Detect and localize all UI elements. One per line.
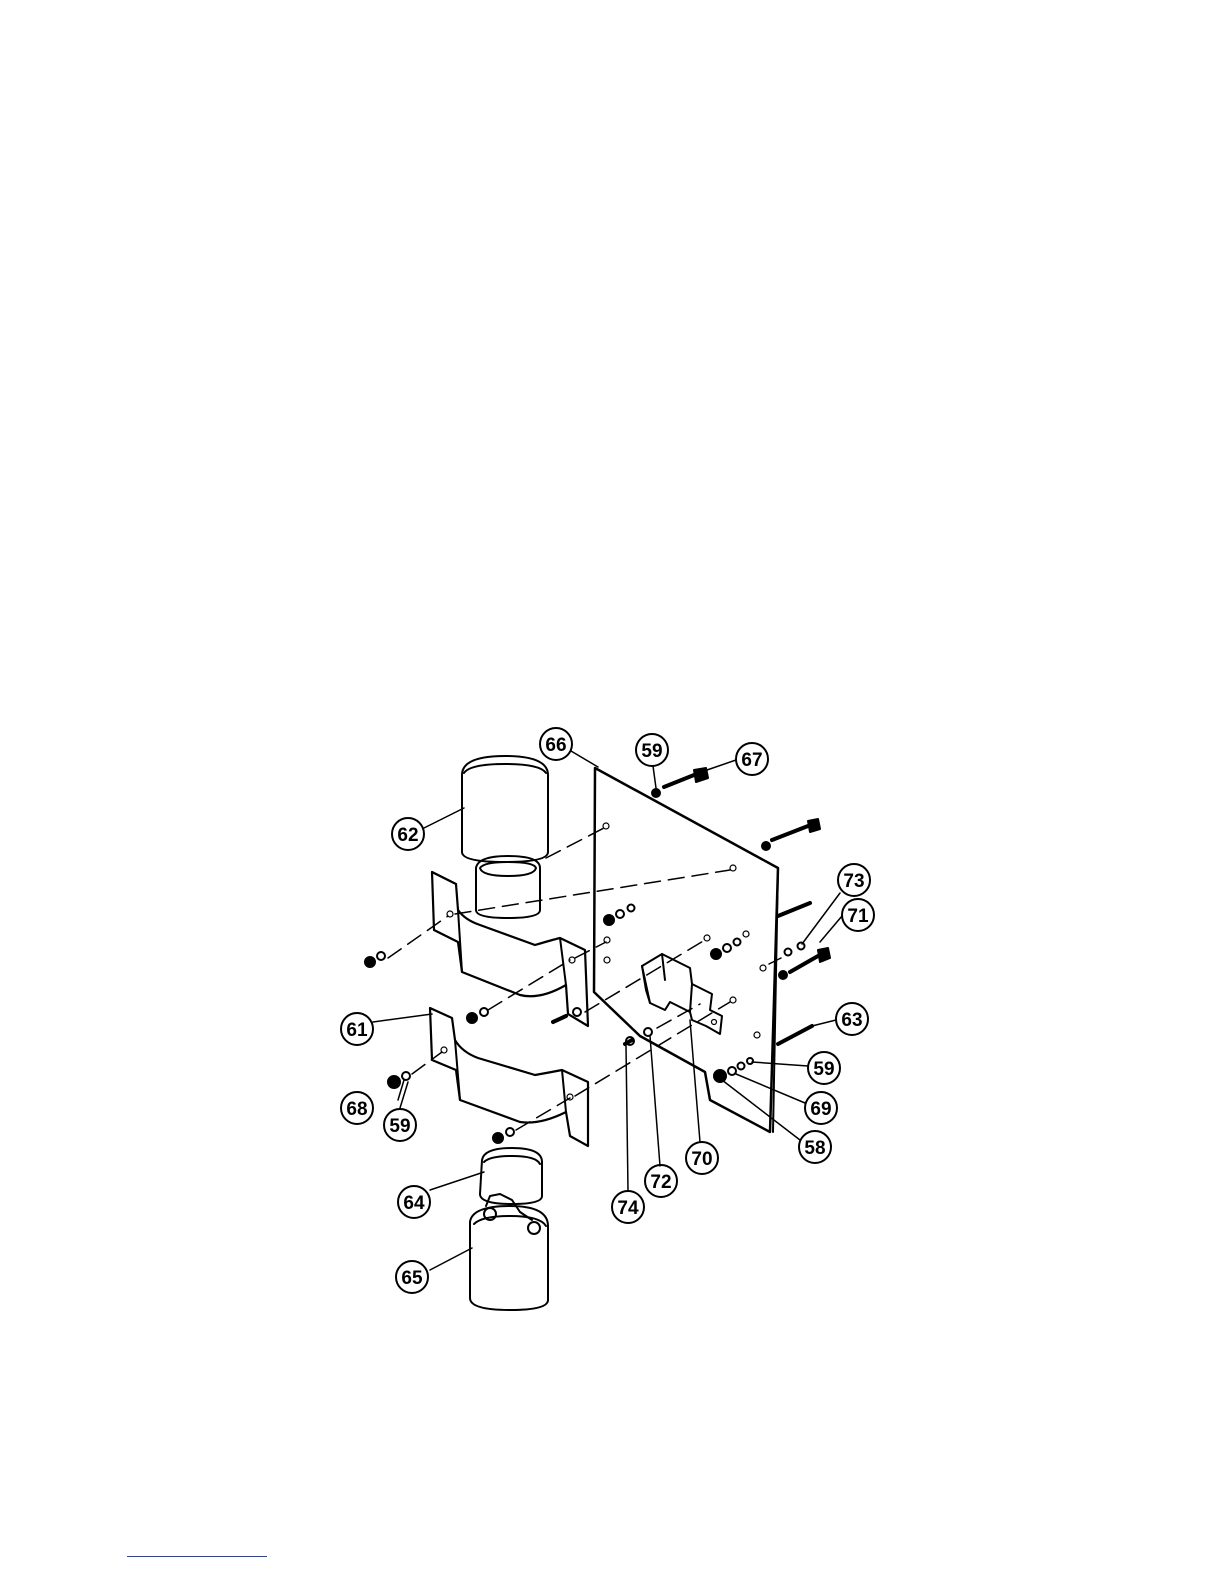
svg-text:72: 72 — [650, 1172, 671, 1193]
upper-bracket — [432, 872, 588, 1026]
svg-text:73: 73 — [843, 871, 864, 892]
svg-text:68: 68 — [346, 1099, 367, 1120]
callout-63: 63 — [836, 1003, 868, 1035]
svg-text:59: 59 — [813, 1059, 834, 1080]
svg-text:64: 64 — [403, 1193, 425, 1214]
svg-text:69: 69 — [810, 1099, 831, 1120]
mounting-plate — [594, 768, 778, 1132]
callout-67: 67 — [736, 743, 768, 775]
callout-68: 68 — [341, 1092, 373, 1124]
capacitor-62 — [462, 756, 548, 862]
assembly-lines — [388, 828, 781, 1130]
svg-text:65: 65 — [401, 1268, 423, 1289]
hardware — [365, 768, 830, 1143]
callout-74: 74 — [612, 1191, 644, 1223]
callout-73: 73 — [838, 864, 870, 896]
callout-58: 58 — [799, 1131, 831, 1163]
svg-text:63: 63 — [841, 1010, 862, 1031]
svg-text:59: 59 — [389, 1116, 410, 1137]
svg-text:61: 61 — [346, 1020, 368, 1041]
callout-64: 64 — [398, 1186, 430, 1218]
svg-text:74: 74 — [617, 1198, 639, 1219]
callout-59-top: 59 — [636, 734, 668, 766]
relay-70 — [642, 954, 722, 1034]
svg-text:62: 62 — [397, 825, 418, 846]
lower-bracket — [430, 1008, 588, 1146]
svg-text:71: 71 — [847, 906, 869, 927]
footer-rule — [127, 1556, 267, 1557]
svg-text:67: 67 — [741, 750, 762, 771]
callout-72: 72 — [645, 1165, 677, 1197]
capacitor-65 — [470, 1194, 548, 1310]
callout-65: 65 — [396, 1261, 428, 1293]
callout-62: 62 — [392, 818, 424, 850]
svg-text:59: 59 — [641, 741, 662, 762]
callout-66: 66 — [540, 728, 572, 760]
svg-text:66: 66 — [545, 735, 566, 756]
callout-61: 61 — [341, 1013, 373, 1045]
svg-text:58: 58 — [804, 1138, 825, 1159]
callout-71: 71 — [842, 899, 874, 931]
callout-69: 69 — [805, 1092, 837, 1124]
callout-70: 70 — [686, 1142, 718, 1174]
callout-59-right: 59 — [808, 1052, 840, 1084]
svg-text:70: 70 — [691, 1149, 712, 1170]
callout-59-left: 59 — [384, 1109, 416, 1141]
